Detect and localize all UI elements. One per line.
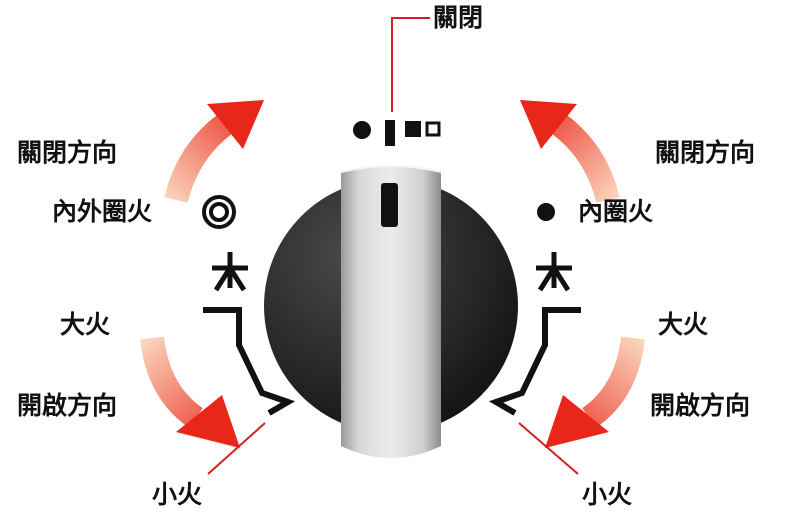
close-direction-label-right: 關閉方向 bbox=[655, 138, 756, 167]
double-ring-symbol bbox=[202, 195, 236, 229]
close-direction-arrow-left bbox=[164, 100, 264, 204]
low-fire-label-left: 小火 bbox=[152, 480, 203, 509]
inner-fire-label: 內圈火 bbox=[578, 197, 654, 226]
right-scale-bracket bbox=[488, 307, 581, 416]
close-direction-arrow-right bbox=[520, 100, 620, 204]
open-direction-label-right: 開啟方向 bbox=[650, 391, 751, 420]
low-fire-leader-right bbox=[518, 422, 579, 475]
low-fire-label-right: 小火 bbox=[582, 480, 633, 509]
inner-outer-fire-label: 內外圈火 bbox=[52, 197, 153, 226]
knob-handle bbox=[340, 165, 442, 458]
handle-indicator-mark bbox=[381, 183, 398, 227]
star-symbol-left bbox=[212, 252, 248, 292]
filled-square-symbol bbox=[405, 121, 421, 137]
high-fire-label-left: 大火 bbox=[60, 310, 111, 339]
open-direction-label-left: 開啟方向 bbox=[17, 391, 118, 420]
open-direction-arrow-left bbox=[140, 336, 240, 448]
inner-ring-dot-symbol bbox=[537, 203, 555, 221]
off-leader-line bbox=[391, 17, 430, 112]
dot-symbol-top bbox=[353, 121, 371, 139]
hollow-square-symbol bbox=[425, 121, 441, 137]
low-fire-leader-left bbox=[207, 422, 266, 475]
left-scale-bracket bbox=[203, 307, 296, 416]
off-label: 關閉 bbox=[433, 3, 484, 32]
close-direction-label-left: 關閉方向 bbox=[17, 138, 118, 167]
open-direction-arrow-right bbox=[545, 336, 645, 448]
high-fire-label-right: 大火 bbox=[658, 310, 709, 339]
handle-marker-bar bbox=[385, 120, 395, 146]
star-symbol-right bbox=[536, 252, 572, 292]
